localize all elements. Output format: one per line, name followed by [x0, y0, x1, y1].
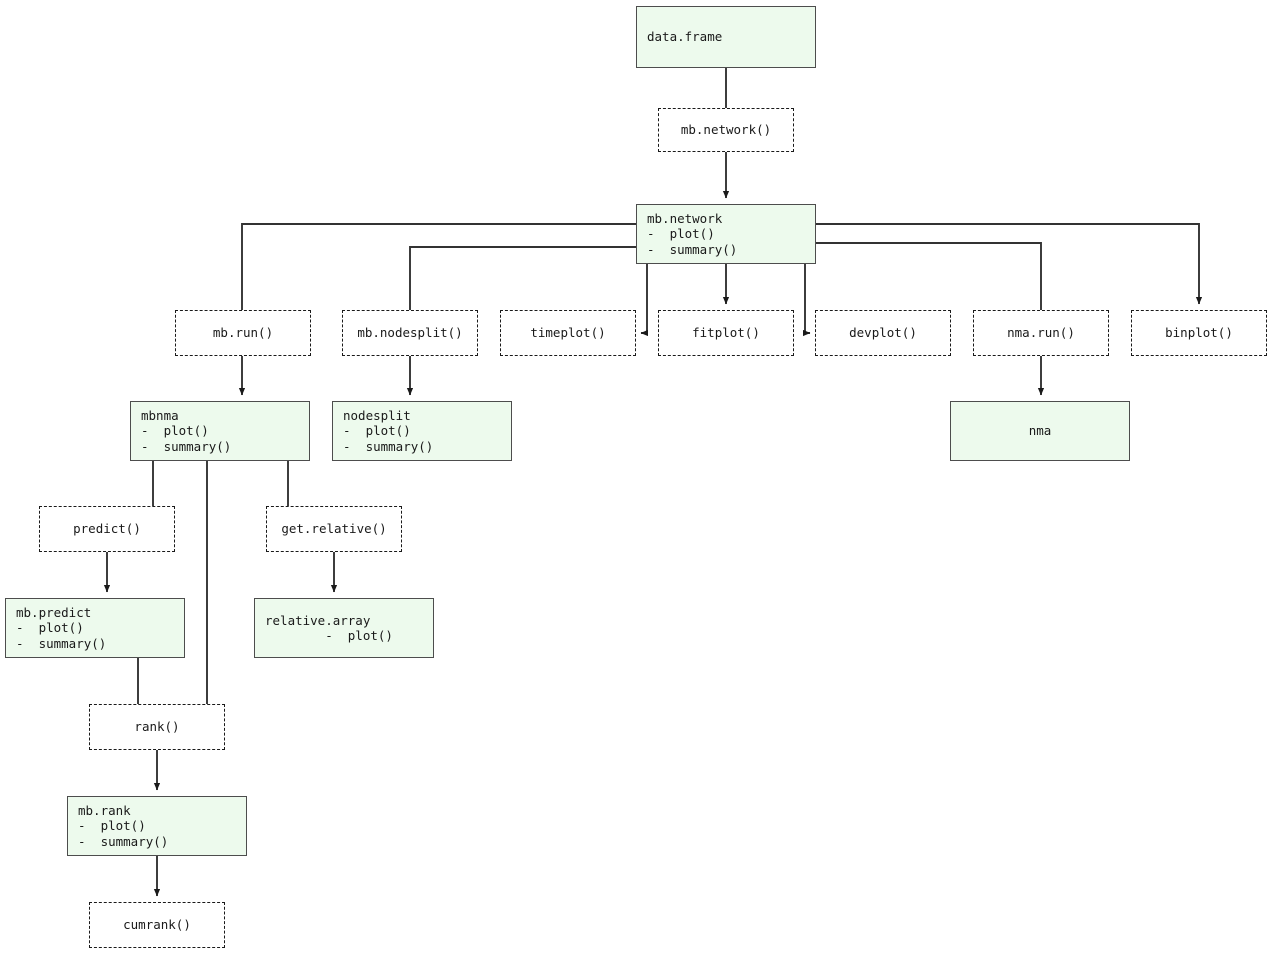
node-mb-network-fn-label: mb.network() — [680, 122, 772, 138]
node-fitplot[interactable]: fitplot() — [658, 310, 794, 356]
node-devplot[interactable]: devplot() — [815, 310, 951, 356]
edge-mb-network-to-devplot — [802, 264, 811, 337]
node-mb-nodesplit-label: mb.nodesplit() — [357, 325, 463, 341]
node-predict-label: predict() — [73, 521, 141, 537]
node-mb-run[interactable]: mb.run() — [175, 310, 311, 356]
node-mb-run-label: mb.run() — [212, 325, 274, 341]
node-mbnma[interactable]: mbnma - plot() - summary() — [130, 401, 310, 461]
node-relative-array-label: relative.array - plot() — [265, 612, 393, 644]
node-nma-run[interactable]: nma.run() — [973, 310, 1109, 356]
node-nma[interactable]: nma — [950, 401, 1130, 461]
node-cumrank[interactable]: cumrank() — [89, 902, 225, 948]
node-nodesplit[interactable]: nodesplit - plot() - summary() — [332, 401, 512, 461]
node-binplot[interactable]: binplot() — [1131, 310, 1267, 356]
edge-mb-network-to-timeplot — [640, 264, 649, 337]
node-mb-predict[interactable]: mb.predict - plot() - summary() — [5, 598, 185, 658]
edge-mb-network-to-mb-nodesplit — [409, 246, 636, 310]
node-rank[interactable]: rank() — [89, 704, 225, 750]
node-predict[interactable]: predict() — [39, 506, 175, 552]
edge-mb-network-to-nma-run — [816, 242, 1042, 310]
node-mb-predict-label: mb.predict - plot() - summary() — [16, 604, 107, 651]
node-get-relative[interactable]: get.relative() — [266, 506, 402, 552]
node-timeplot[interactable]: timeplot() — [500, 310, 636, 356]
node-data-frame-label: data.frame — [647, 29, 723, 45]
node-fitplot-label: fitplot() — [692, 325, 760, 341]
edge-mbnma-to-rank — [206, 461, 225, 728]
node-devplot-label: devplot() — [849, 325, 917, 341]
node-mbnma-label: mbnma - plot() - summary() — [141, 407, 232, 454]
node-mb-network[interactable]: mb.network - plot() - summary() — [636, 204, 816, 264]
edge-mb-network-to-binplot — [816, 223, 1203, 305]
node-cumrank-label: cumrank() — [123, 917, 191, 933]
node-binplot-label: binplot() — [1165, 325, 1233, 341]
node-mb-network-fn[interactable]: mb.network() — [658, 108, 794, 152]
node-relative-array[interactable]: relative.array - plot() — [254, 598, 434, 658]
node-mb-network-label: mb.network - plot() - summary() — [647, 210, 738, 257]
node-get-relative-label: get.relative() — [281, 521, 387, 537]
edge-mb-network-to-mb-run — [241, 223, 636, 310]
node-timeplot-label: timeplot() — [530, 325, 606, 341]
node-rank-label: rank() — [134, 719, 180, 735]
node-mb-rank[interactable]: mb.rank - plot() - summary() — [67, 796, 247, 856]
node-nodesplit-label: nodesplit - plot() - summary() — [343, 407, 434, 454]
node-nma-label: nma — [1028, 423, 1052, 439]
node-mb-nodesplit[interactable]: mb.nodesplit() — [342, 310, 478, 356]
node-data-frame[interactable]: data.frame — [636, 6, 816, 68]
node-nma-run-label: nma.run() — [1007, 325, 1075, 341]
node-mb-rank-label: mb.rank - plot() - summary() — [78, 802, 169, 849]
